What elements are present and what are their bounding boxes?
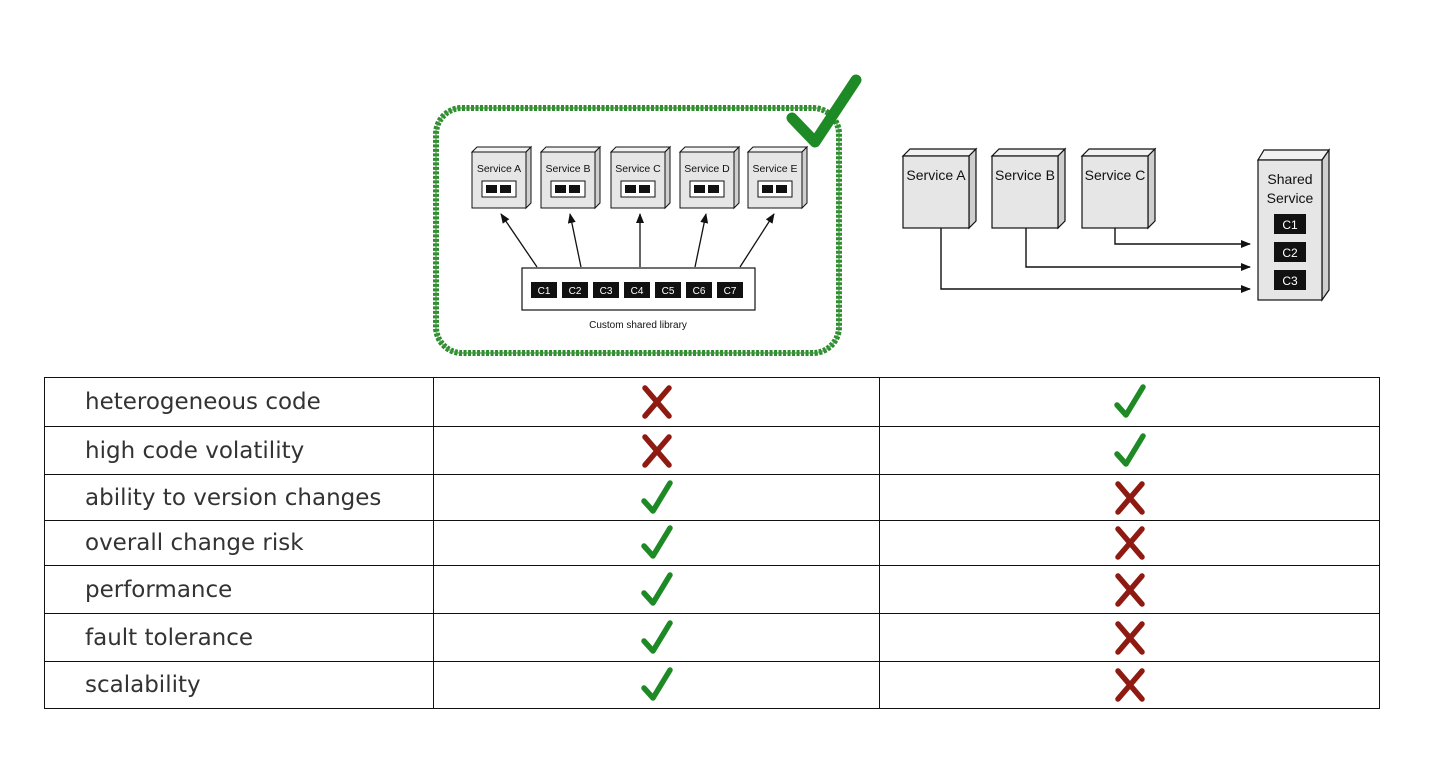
shared-service-verdict xyxy=(879,520,1380,566)
criterion-label: fault tolerance xyxy=(44,613,434,662)
calling-service-box: Service B xyxy=(990,147,1067,230)
cross-icon xyxy=(641,433,672,468)
criterion-label: overall change risk xyxy=(44,520,434,566)
calling-service-box: Service A xyxy=(901,147,978,230)
library-component-label: C5 xyxy=(662,286,675,297)
library-service-box: Service D xyxy=(678,145,741,210)
criterion-label: scalability xyxy=(44,661,434,709)
check-icon xyxy=(640,571,673,606)
library-component-label: C6 xyxy=(693,286,706,297)
check-icon xyxy=(640,479,673,514)
library-service-box: Service A xyxy=(470,145,533,210)
calling-service-label: Service A xyxy=(906,167,966,183)
criterion-label: heterogeneous code xyxy=(44,377,434,427)
shared-library-verdict xyxy=(433,613,880,662)
shared-service-component: C1 xyxy=(1274,214,1306,234)
shared-library-verdict xyxy=(433,520,880,566)
criterion-label: ability to version changes xyxy=(44,474,434,521)
library-component: C5 xyxy=(655,282,681,298)
calling-service-label: Service C xyxy=(1085,167,1146,183)
selected-check-icon xyxy=(786,74,862,148)
shared-service-verdict xyxy=(879,474,1380,521)
calling-service-box: Service C xyxy=(1080,147,1157,230)
library-component: C6 xyxy=(686,282,712,298)
shared-service-verdict xyxy=(879,661,1380,709)
criterion-label: performance xyxy=(44,565,434,614)
library-component-label: C7 xyxy=(724,286,737,297)
library-component: C3 xyxy=(593,282,619,298)
comparison-row: heterogeneous code xyxy=(44,377,1380,427)
library-service-box: Service E xyxy=(746,145,809,210)
shared-service-component: C3 xyxy=(1274,270,1306,290)
comparison-row: performance xyxy=(44,565,1380,614)
shared-service-component-label: C1 xyxy=(1282,218,1298,232)
check-icon xyxy=(640,619,673,654)
comparison-row: ability to version changes xyxy=(44,474,1380,521)
library-component: C2 xyxy=(562,282,588,298)
check-icon xyxy=(640,525,673,559)
shared-service-title-2: Service xyxy=(1267,190,1314,206)
library-component: C4 xyxy=(624,282,650,298)
shared-library-verdict xyxy=(433,426,880,475)
library-service-label: Service D xyxy=(684,163,730,175)
shared-service-verdict xyxy=(879,426,1380,475)
library-component-label: C2 xyxy=(569,286,582,297)
architecture-diagrams: Service A Service B Service C Service D Serv… xyxy=(433,74,1331,356)
criterion-label: high code volatility xyxy=(44,426,434,475)
shared-library-verdict xyxy=(433,377,880,427)
comparison-row: overall change risk xyxy=(44,520,1380,566)
shared-library-verdict xyxy=(433,565,880,614)
cross-icon xyxy=(1114,668,1145,702)
cross-icon xyxy=(1114,572,1145,607)
cross-icon xyxy=(641,385,672,419)
comparison-row: high code volatility xyxy=(44,426,1380,475)
check-icon xyxy=(1113,384,1146,418)
shared-service-option: Service A Service B Service C Shared Servi… xyxy=(901,147,1331,302)
comparison-row: fault tolerance xyxy=(44,613,1380,662)
shared-library-option: Service A Service B Service C Service D Serv… xyxy=(433,74,862,356)
shared-library-label: Custom shared library xyxy=(589,320,687,331)
shared-library-verdict xyxy=(433,661,880,709)
shared-service-box: Shared Service xyxy=(1256,148,1331,302)
library-arrows xyxy=(500,213,775,268)
cross-icon xyxy=(1114,480,1145,515)
shared-service-component: C2 xyxy=(1274,242,1306,262)
cross-icon xyxy=(1114,620,1145,655)
selection-highlight-border xyxy=(433,105,842,356)
cross-icon xyxy=(1114,526,1145,560)
library-service-box: Service B xyxy=(539,145,602,210)
library-component-label: C1 xyxy=(538,286,551,297)
library-service-label: Service C xyxy=(615,163,661,175)
shared-service-verdict xyxy=(879,377,1380,427)
shared-service-title-1: Shared xyxy=(1267,171,1312,187)
library-service-label: Service E xyxy=(753,163,798,175)
library-service-label: Service B xyxy=(546,163,591,175)
service-connectors xyxy=(940,228,1251,293)
shared-service-component-label: C3 xyxy=(1282,274,1298,288)
check-icon xyxy=(1113,432,1146,467)
library-service-box: Service C xyxy=(609,145,672,210)
comparison-row: scalability xyxy=(44,661,1380,709)
library-service-label: Service A xyxy=(477,163,521,175)
library-component-label: C3 xyxy=(600,286,613,297)
library-component: C7 xyxy=(717,282,743,298)
shared-service-verdict xyxy=(879,565,1380,614)
library-component-label: C4 xyxy=(631,286,644,297)
shared-library-verdict xyxy=(433,474,880,521)
shared-service-verdict xyxy=(879,613,1380,662)
check-icon xyxy=(640,667,673,701)
library-component: C1 xyxy=(531,282,557,298)
comparison-table: heterogeneous code high code volatility … xyxy=(44,377,1380,709)
calling-service-label: Service B xyxy=(995,167,1055,183)
shared-service-component-label: C2 xyxy=(1282,246,1298,260)
